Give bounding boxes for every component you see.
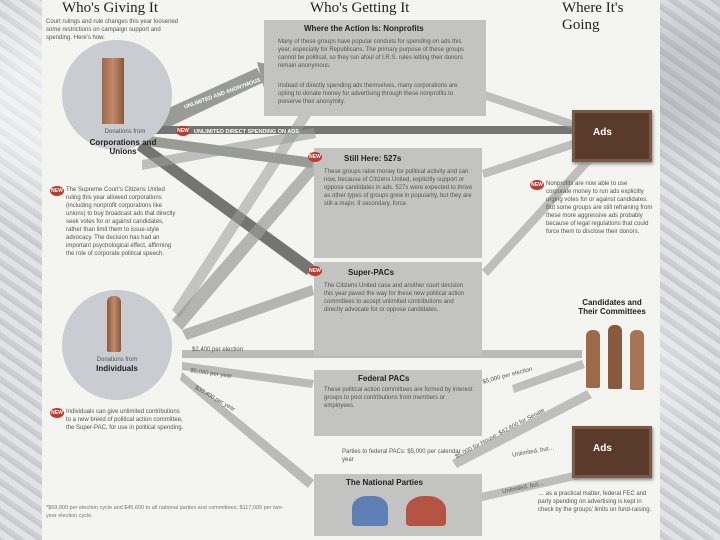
donkey-figure: [352, 496, 388, 526]
arrow-corp-to-ads: [142, 126, 587, 134]
intro-text: Court rulings and rule changes this year…: [46, 19, 179, 41]
arrow-corp-to-nonprofit: [142, 68, 264, 136]
flow-arrows: [137, 62, 607, 503]
building-figure: [102, 58, 124, 124]
s527-box: NEW Still Here: 527s These groups raise …: [308, 148, 482, 258]
new-badge-ind: NEW: [50, 408, 64, 418]
limit-per-election: $2,400 per election: [192, 347, 244, 353]
new-badge-court: NEW: [50, 186, 64, 196]
arrow-party-to-candidates: [452, 390, 592, 468]
supreme-court-text: The Supreme Court's Citizens United ruli…: [66, 187, 176, 257]
individual-figure: [107, 296, 121, 352]
arrow-ind-to-nonprofit: [172, 95, 320, 318]
arrow-superpac-to-ads: [482, 150, 598, 276]
arrow-nonprofit-to-ads: [480, 90, 587, 133]
arrow-ind-to-527: [172, 160, 320, 330]
new-badge-direct: NEW: [176, 126, 190, 136]
ads-billboard-bottom: Ads: [572, 426, 652, 478]
superpac-body: The Citizens United case and another cou…: [324, 283, 465, 313]
arrow-ind-to-pacs: [182, 362, 314, 388]
infographic-sheet: Who's Giving It Who's Getting It Where I…: [42, 0, 660, 540]
ads-label-top: Ads: [593, 127, 612, 138]
superpac-title: Super-PACs: [348, 268, 395, 277]
arrow-corp-to-superpac: [137, 140, 314, 275]
new-badge-nonprofit: NEW: [530, 180, 544, 190]
individuals-note: Individuals can give unlimited contribut…: [66, 409, 184, 431]
nonprofit-right-note: Nonprofits are now able to use corporate…: [546, 181, 653, 235]
pacs-body: These political action committees are fo…: [324, 387, 473, 409]
pacs-title: Federal PACs: [358, 374, 410, 383]
new-badge-527: NEW: [308, 152, 322, 162]
nonprofits-body: Many of these groups have popular condui…: [278, 39, 464, 69]
parties-box: The National Parties: [314, 474, 482, 536]
party-note: … as a practical matter, federal FEC and…: [538, 491, 652, 513]
header-going: Where It's Going: [562, 0, 624, 33]
elephant-figure: [406, 496, 446, 526]
candidates-label: Candidates and Their Committees: [578, 298, 646, 316]
parties-title: The National Parties: [346, 478, 423, 487]
arrow-corp-to-nonprofit-2: [142, 128, 316, 170]
arrow-527-to-ads: [482, 135, 590, 178]
candidate-figure-2: [608, 325, 622, 389]
candidate-figure-3: [630, 330, 644, 390]
header-giving: Who's Giving It: [62, 0, 159, 16]
unlimited-direct-label: UNLIMITED DIRECT SPENDING ON ADS: [194, 129, 299, 135]
candidate-figure-1: [586, 330, 600, 388]
superpac-box: NEW Super-PACs The Citizens United case …: [308, 262, 482, 356]
ind-label-top: Donations from: [96, 357, 138, 363]
nonprofits-title: Where the Action Is: Nonprofits: [304, 24, 424, 33]
header-getting: Who's Getting It: [310, 0, 410, 16]
ads-label-bottom: Ads: [593, 443, 612, 454]
s527-body: These groups raise money for political a…: [324, 169, 473, 207]
arrow-ind-to-superpac: [182, 285, 314, 340]
nonprofits-box: Where the Action Is: Nonprofits Many of …: [264, 20, 486, 116]
parties-note: Parties to federal PACs: $5,000 per cale…: [342, 449, 461, 463]
corp-label-top: Donations from: [104, 129, 146, 135]
footnote: *$69,900 per election cycle and $45,600 …: [46, 505, 284, 519]
arrow-pac-to-candidates: [512, 360, 585, 393]
arrow-party-to-ads: [472, 470, 584, 503]
s527-title: Still Here: 527s: [344, 154, 402, 163]
ind-label: Individuals: [96, 364, 138, 373]
nonprofits-body-2: Instead of directly spending ads themsel…: [278, 83, 458, 105]
ads-billboard-top: Ads: [572, 110, 652, 162]
pacs-box: Federal PACs These political action comm…: [314, 370, 482, 436]
new-badge-superpac: NEW: [308, 266, 322, 276]
corp-label: Corporations and Unions: [89, 138, 157, 156]
arrow-ind-to-parties: [180, 372, 314, 488]
